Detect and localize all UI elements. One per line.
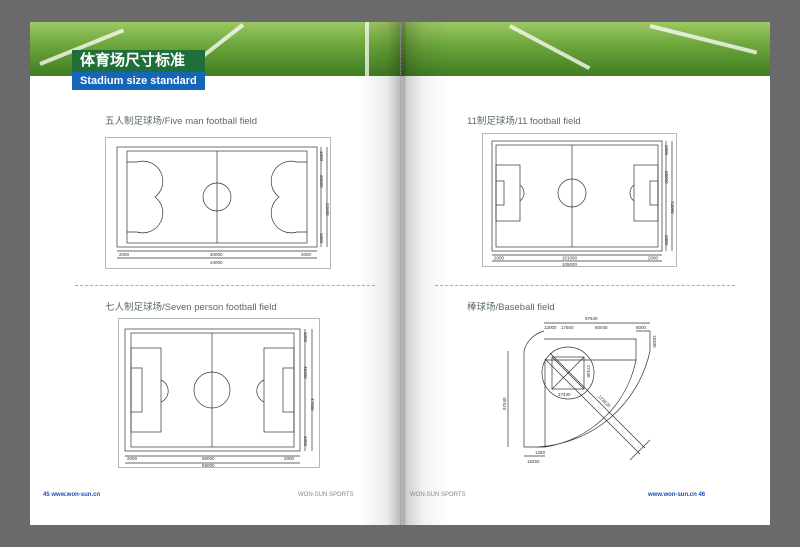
dim-label: 45000 — [303, 366, 308, 379]
dim-label: 22000 — [325, 203, 330, 216]
dim-label: 1250 — [535, 450, 546, 455]
dim-label: 40000 — [210, 252, 223, 257]
dim-label: 2000 — [494, 256, 505, 261]
dim-label: 1000 — [319, 151, 324, 162]
dim-label: 97540 — [585, 316, 598, 321]
title-chinese: 体育场尺寸标准 — [72, 50, 205, 72]
divider-right — [435, 285, 735, 286]
dim-label: 12000 — [544, 325, 557, 330]
five-man-title: 五人制足球场/Five man football field — [105, 116, 258, 127]
dim-label: 72000 — [670, 201, 675, 214]
dim-label: 2000 — [664, 145, 669, 156]
dim-label: 20000 — [319, 175, 324, 188]
dim-label: 17500 — [561, 325, 574, 330]
divider-left — [75, 285, 375, 286]
brochure-spread: 体育场尺寸标准 Stadium size standard 五人制足球场/Fiv… — [30, 22, 770, 525]
dim-label: 18300 — [652, 335, 657, 348]
page-gutter — [360, 22, 450, 525]
dim-label: 47000 — [310, 398, 315, 411]
footer-left: 45 www.won-sun.cn — [43, 492, 100, 498]
dim-label: 2000 — [664, 235, 669, 246]
dim-label: 1000 — [303, 436, 308, 447]
five-man-field-diagram: 2000 40000 2000 44000 1000 20000 22000 1… — [105, 137, 331, 269]
seven-person-field-diagram: 2000 65000 2000 69000 1000 45000 47000 1… — [118, 318, 320, 468]
dim-label: 105000 — [562, 262, 578, 267]
dim-label: 60040 — [595, 325, 608, 330]
page-number-right: 46 — [698, 492, 706, 498]
dim-label: 2000 — [127, 456, 138, 461]
dim-label: 2000 — [648, 256, 659, 261]
dim-label: 8000 — [636, 325, 647, 330]
dim-label: 69000 — [202, 463, 215, 468]
dim-label: 68000 — [664, 171, 669, 184]
dim-label: 2000 — [284, 456, 295, 461]
baseball-field-diagram: 97540 12000 17500 60040 8000 18300 27430… — [502, 316, 657, 464]
seven-title: 七人制足球场/Seven person football field — [105, 302, 277, 313]
dim-label: 18250 — [527, 459, 540, 464]
website-link-right[interactable]: www.won-sun.cn — [648, 492, 697, 498]
eleven-title: 11制足球场/11 football field — [467, 116, 581, 127]
dim-label: 65000 — [202, 456, 215, 461]
dim-label: 27430 — [586, 365, 591, 378]
spine-line — [400, 22, 401, 525]
footer-brand-right: WON-SUN SPORTS — [410, 492, 466, 498]
title-english: Stadium size standard — [72, 72, 205, 90]
footer-right: www.won-sun.cn 46 — [648, 492, 705, 498]
eleven-football-field-diagram: 2000 101000 2000 105000 2000 68000 72000… — [482, 133, 677, 267]
dim-label: 123620 — [597, 394, 612, 409]
dim-label: 1000 — [319, 233, 324, 244]
dim-label: 97540 — [502, 397, 507, 410]
dim-label: 27430 — [558, 392, 571, 397]
website-link-left[interactable]: www.won-sun.cn — [51, 492, 101, 498]
footer-brand-left: WON-SUN SPORTS — [298, 492, 354, 498]
dim-label: 2000 — [119, 252, 130, 257]
dim-label: 1000 — [303, 332, 308, 343]
baseball-title: 棒球场/Baseball field — [467, 302, 555, 313]
dim-label: 2000 — [301, 252, 312, 257]
page-number-left: 45 — [43, 492, 50, 498]
dim-label: 101000 — [562, 256, 578, 261]
section-title-box: 体育场尺寸标准 Stadium size standard — [72, 50, 205, 90]
dim-label: 44000 — [210, 260, 223, 265]
